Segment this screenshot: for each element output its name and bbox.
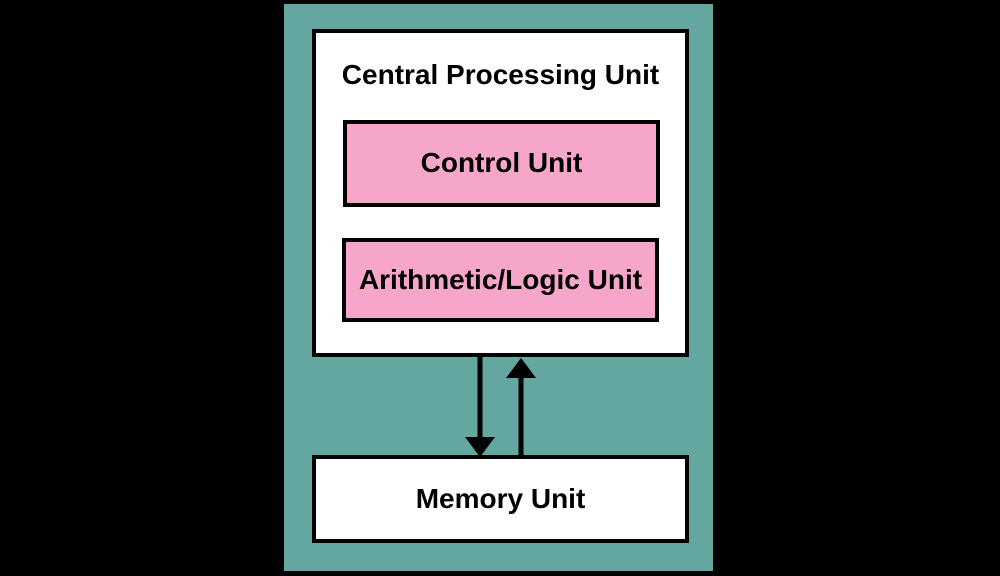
alu-label: Arithmetic/Logic Unit bbox=[358, 263, 643, 295]
cpu-title: Central Processing Unit bbox=[341, 59, 660, 90]
control-unit-label: Control Unit bbox=[420, 147, 583, 179]
memory-unit-label: Memory Unit bbox=[415, 482, 586, 514]
memory-unit-block: Memory Unit bbox=[312, 455, 689, 543]
control-unit-block: Control Unit bbox=[343, 120, 660, 207]
alu-block: Arithmetic/Logic Unit bbox=[342, 238, 659, 322]
